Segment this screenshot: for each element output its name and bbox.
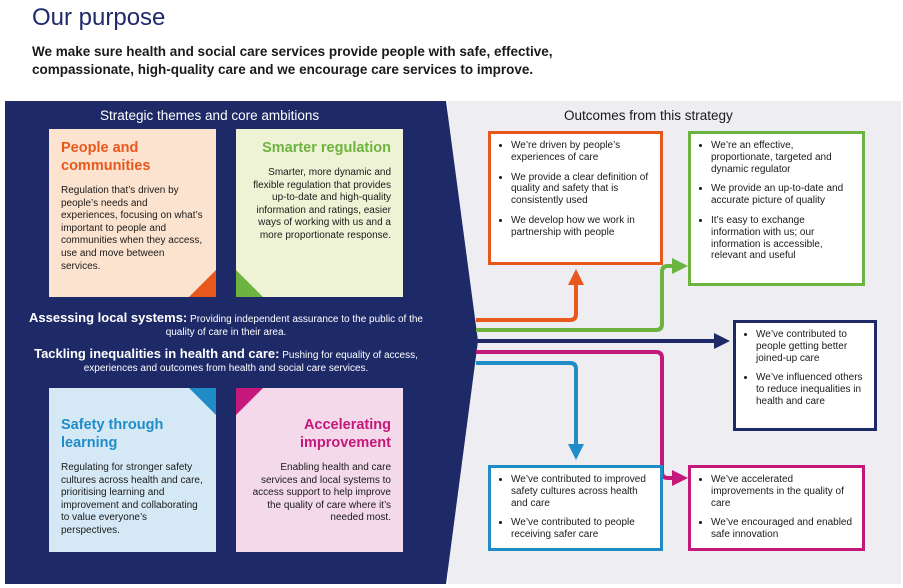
theme-card-people-communities: People and communities Regulation that’s… — [49, 129, 216, 297]
theme-title: Accelerating improvement — [299, 417, 391, 451]
outcome-item: We’ve contributed to people receiving sa… — [511, 517, 652, 541]
outcomes-heading: Outcomes from this strategy — [564, 108, 733, 123]
themes-heading: Strategic themes and core ambitions — [100, 108, 320, 123]
system-item-label: Assessing local systems: — [29, 310, 188, 325]
outcome-item: We’ve encouraged and enabled safe innova… — [711, 517, 854, 541]
system-item-label: Tackling inequalities in health and care… — [34, 346, 280, 361]
theme-card-smarter-regulation: Smarter regulation Smarter, more dynamic… — [236, 129, 403, 297]
outcome-item: It’s easy to exchange information with u… — [711, 215, 854, 262]
outcome-box-improvement: We’ve accelerated improvements in the qu… — [688, 465, 865, 551]
outcome-item: We’re an effective, proportionate, targe… — [711, 140, 854, 175]
arrow-orange — [476, 269, 584, 322]
outcome-item: We’ve contributed to people getting bett… — [756, 329, 866, 364]
theme-description: Enabling health and care services and lo… — [252, 462, 391, 524]
theme-card-accelerating-improvement: Accelerating improvement Enabling health… — [236, 388, 403, 552]
outcome-item: We’ve contributed to improved safety cul… — [511, 474, 652, 509]
arrow-green — [476, 258, 688, 332]
theme-title: People and communities — [61, 140, 151, 174]
outcome-item: We’re driven by people’s experiences of … — [511, 140, 652, 164]
theme-description: Regulation that’s driven by people’s nee… — [61, 185, 203, 272]
corner-marker-green — [236, 270, 263, 297]
outcome-item: We’ve influenced others to reduce inequa… — [756, 372, 866, 407]
corner-marker-blue — [189, 388, 216, 415]
theme-title: Safety through learning — [61, 417, 164, 451]
outcome-item: We provide an up-to-date and accurate pi… — [711, 183, 854, 207]
outcome-box-regulation: We’re an effective, proportionate, targe… — [688, 131, 865, 286]
page-title: Our purpose — [32, 4, 166, 31]
outcome-box-safety: We’ve contributed to improved safety cul… — [488, 465, 663, 551]
system-item-local-systems: Assessing local systems: Providing indep… — [20, 310, 432, 339]
system-item-inequalities: Tackling inequalities in health and care… — [20, 346, 432, 375]
outcome-box-people: We’re driven by people’s experiences of … — [488, 131, 663, 265]
outcome-item: We provide a clear definition of quality… — [511, 172, 652, 207]
theme-title: Smarter regulation — [262, 140, 391, 156]
arrow-magenta — [476, 350, 688, 486]
arrow-blue — [476, 361, 584, 460]
theme-card-safety-learning: Safety through learning Regulating for s… — [49, 388, 216, 552]
system-item-text: Providing independent assurance to the p… — [165, 314, 423, 338]
theme-description: Regulating for stronger safety cultures … — [61, 462, 203, 536]
system-item-text: Pushing for equality of access, experien… — [83, 350, 418, 374]
outcome-item: We develop how we work in partnership wi… — [511, 215, 652, 239]
corner-marker-magenta — [236, 388, 263, 415]
purpose-statement: We make sure health and social care serv… — [32, 44, 553, 77]
corner-marker-orange — [189, 270, 216, 297]
outcome-item: We’ve accelerated improvements in the qu… — [711, 474, 854, 509]
outcome-box-systems: We’ve contributed to people getting bett… — [733, 320, 877, 431]
theme-description: Smarter, more dynamic and flexible regul… — [253, 167, 391, 241]
